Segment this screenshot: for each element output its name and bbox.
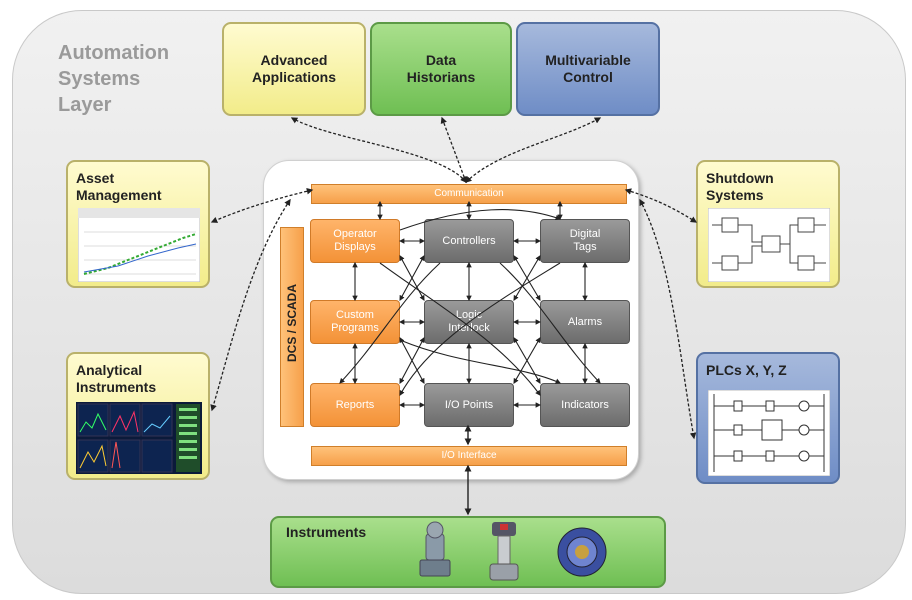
layer-title: Automation Systems Layer xyxy=(58,42,170,116)
operator-displays-cell: Operator Displays xyxy=(310,219,400,263)
alarms-label: Alarms xyxy=(567,315,603,328)
plc-ladder-diagram-thumbnail xyxy=(708,390,830,476)
controllers-cell: Controllers xyxy=(424,219,514,263)
communication-bar: Communication xyxy=(311,184,627,204)
data-historians-box: Data Historians xyxy=(370,22,512,116)
alarms-cell: Alarms xyxy=(540,300,630,344)
custom-programs-label: Custom Programs xyxy=(331,309,379,334)
io-points-cell: I/O Points xyxy=(424,383,514,427)
io-points-label: I/O Points xyxy=(444,398,494,411)
indicators-cell: Indicators xyxy=(540,383,630,427)
shutdown-logic-diagram-thumbnail xyxy=(708,208,830,282)
plcs-label: PLCs X, Y, Z xyxy=(706,362,787,378)
instruments-box: Instruments xyxy=(270,516,666,588)
dcs-scada-bar: DCS / SCADA xyxy=(280,227,304,427)
data-historians-label: Data Historians xyxy=(406,52,476,85)
shutdown-systems-box: Shutdown Systems xyxy=(696,160,840,288)
reports-label: Reports xyxy=(335,398,375,411)
logic-interlock-cell: Logic Interlock xyxy=(424,300,514,344)
asset-management-chart-thumbnail xyxy=(78,208,200,282)
shutdown-systems-label: Shutdown Systems xyxy=(706,170,774,203)
digital-tags-cell: Digital Tags xyxy=(540,219,630,263)
analytical-instruments-label: Analytical Instruments xyxy=(76,362,157,395)
temperature-transmitter-icon xyxy=(557,527,607,577)
analytical-instruments-screens-thumbnail xyxy=(76,402,202,474)
plcs-box: PLCs X, Y, Z xyxy=(696,352,840,484)
operator-displays-label: Operator Displays xyxy=(333,228,377,253)
asset-management-box: Asset Management xyxy=(66,160,210,288)
custom-programs-cell: Custom Programs xyxy=(310,300,400,344)
field-instruments-images xyxy=(419,521,607,581)
multivariable-control-box: Multivariable Control xyxy=(516,22,660,116)
analytical-instruments-box: Analytical Instruments xyxy=(66,352,210,480)
pressure-transmitter-icon xyxy=(419,521,451,577)
instruments-label: Instruments xyxy=(286,524,367,540)
advanced-applications-box: Advanced Applications xyxy=(222,22,366,116)
reports-cell: Reports xyxy=(310,383,400,427)
control-valve-icon xyxy=(489,522,519,581)
dcs-scada-label: DCS / SCADA xyxy=(285,284,299,363)
controllers-label: Controllers xyxy=(442,234,496,247)
io-interface-bar: I/O Interface xyxy=(311,446,627,466)
asset-management-label: Asset Management xyxy=(76,170,162,203)
digital-tags-label: Digital Tags xyxy=(569,228,601,253)
indicators-label: Indicators xyxy=(561,398,609,411)
advanced-applications-label: Advanced Applications xyxy=(251,52,336,85)
logic-interlock-label: Logic Interlock xyxy=(448,309,490,334)
multivariable-control-label: Multivariable Control xyxy=(545,52,631,85)
